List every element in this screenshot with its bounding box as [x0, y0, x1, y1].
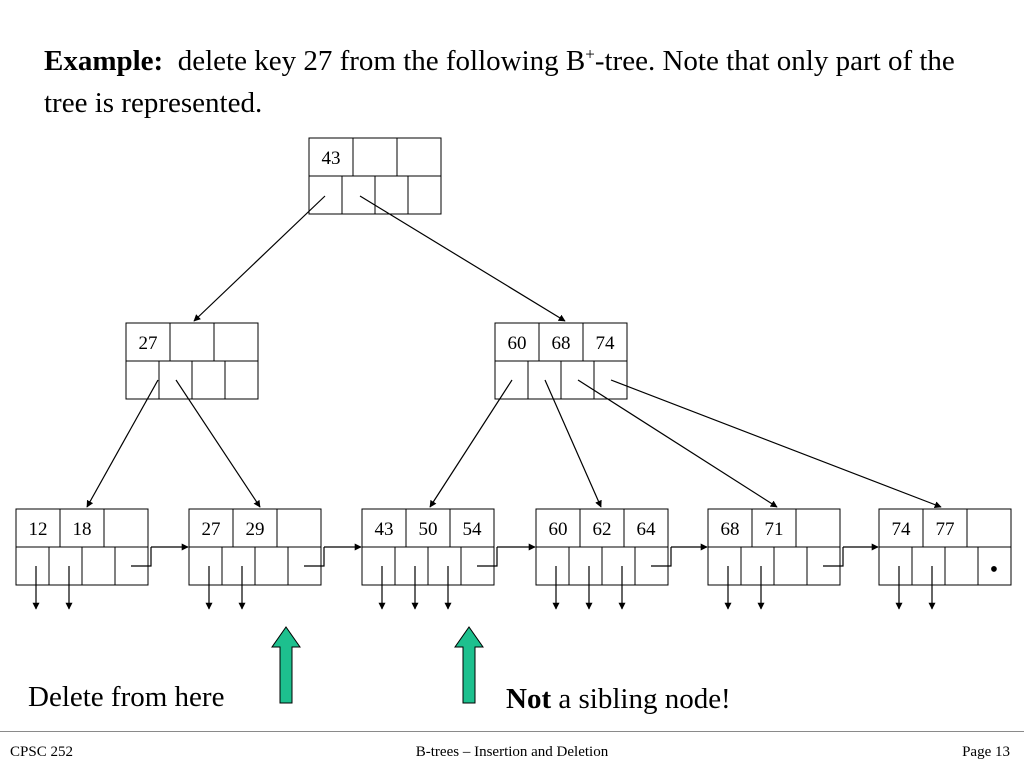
- root-to-right-arrow: [359, 195, 566, 322]
- root-to-left-arrow: [193, 195, 326, 322]
- internal2-to-leaf3-arrow: [429, 379, 513, 508]
- leaf-node-1: 12 18: [15, 508, 149, 586]
- not-sibling-rest: a sibling node!: [558, 683, 731, 715]
- leaf-node-6-key-1: 74: [892, 519, 912, 540]
- leaf-node-1-key-1: 12: [29, 519, 48, 540]
- slide-title: Example: delete key 27 from the followin…: [44, 40, 984, 124]
- internal-node-2-key-1: 60: [508, 333, 527, 354]
- leaf-node-3: 43 50 54: [361, 508, 495, 586]
- leaf-node-4-key-1: 60: [549, 519, 568, 540]
- root-node-key-1: 43: [322, 148, 341, 169]
- leaf-chain-line-3: [477, 547, 498, 567]
- footer-course: CPSC 252: [10, 744, 73, 760]
- delete-from-here-label: Delete from here: [28, 681, 225, 713]
- leaf-chain-line-2: [304, 547, 325, 567]
- not-bold-label: Not: [506, 683, 552, 715]
- internal2-to-leaf6-arrow: [610, 379, 942, 509]
- delete-from-here-up-arrow: [271, 626, 301, 704]
- leaf-node-3-key-2: 50: [419, 519, 438, 540]
- internal-node-1: 27: [125, 322, 259, 400]
- internal1-to-leaf1-arrow: [86, 379, 159, 508]
- title-superscript: +: [585, 44, 595, 64]
- leaf-node-2-key-2: 29: [246, 519, 265, 540]
- leaf-node-3-key-3: 54: [463, 519, 483, 540]
- leaf-chain-line-1: [131, 547, 152, 567]
- null-pointer-marker: •: [990, 557, 998, 583]
- internal-node-2-key-2: 68: [552, 333, 571, 354]
- leaf-node-3-key-1: 43: [375, 519, 394, 540]
- internal-node-2-key-3: 74: [596, 333, 616, 354]
- leaf-node-6: 74 77 •: [878, 508, 1012, 586]
- leaf-node-2: 27 29: [188, 508, 322, 586]
- leaf-node-4: 60 62 64: [535, 508, 669, 586]
- footer-topic: B-trees – Insertion and Deletion: [415, 744, 609, 760]
- internal2-to-leaf5-arrow: [577, 379, 778, 508]
- leaf-node-2-key-1: 27: [202, 519, 221, 540]
- title-text-b: -tree. Note that only part of the tree i…: [44, 45, 955, 119]
- leaf-node-5-key-1: 68: [721, 519, 740, 540]
- internal2-to-leaf4-arrow: [544, 379, 602, 508]
- bplus-tree-diagram: 43 27 60 68 74 12 18 27 29 43 50 54 60 62 64 68 71 74 77 •: [15, 137, 1012, 704]
- title-text-a: delete key 27 from the following B: [177, 45, 586, 77]
- leaf-node-4-key-2: 62: [593, 519, 612, 540]
- leaf-node-5: 68 71: [707, 508, 841, 586]
- leaf-node-6-key-2: 77: [936, 519, 955, 540]
- internal-node-2: 60 68 74: [494, 322, 628, 400]
- footer-divider: [0, 731, 1024, 732]
- not-sibling-label: Not a sibling node!: [506, 682, 731, 716]
- leaf-node-1-key-2: 18: [73, 519, 92, 540]
- leaf-chain-line-5: [823, 547, 844, 567]
- internal1-to-leaf2-arrow: [175, 379, 261, 508]
- leaf-chain-line-4: [651, 547, 672, 567]
- root-node: 43: [308, 137, 442, 215]
- leaf-node-4-key-3: 64: [637, 519, 657, 540]
- internal-node-1-key-1: 27: [139, 333, 158, 354]
- not-sibling-up-arrow: [454, 626, 484, 704]
- title-bold-label: Example:: [44, 45, 164, 77]
- footer-page-number: Page 13: [962, 744, 1010, 760]
- leaf-node-5-key-2: 71: [765, 519, 784, 540]
